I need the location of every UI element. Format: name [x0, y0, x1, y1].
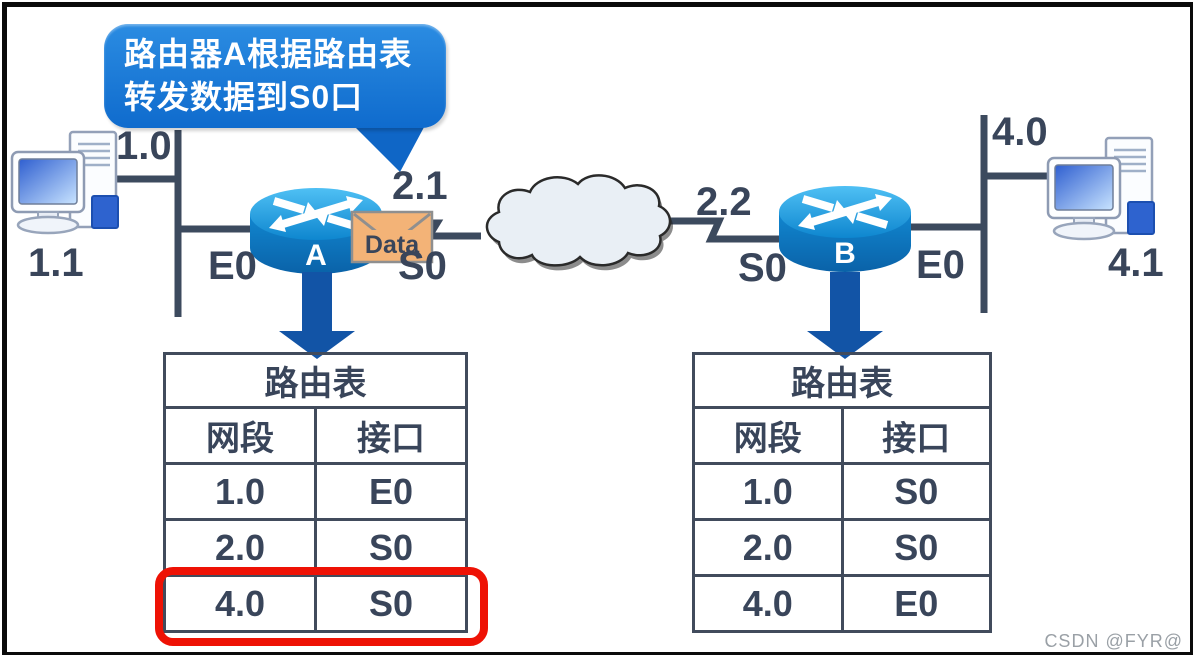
table-row: 2.0 S0	[692, 518, 992, 577]
cell-network: 4.0	[163, 574, 317, 633]
routing-table-b-title: 路由表	[692, 352, 992, 409]
callout-line2: 转发数据到S0口	[124, 79, 364, 115]
cell-interface: E0	[840, 574, 992, 633]
cell-interface: E0	[314, 462, 468, 521]
callout-bubble: 路由器A根据路由表 转发数据到S0口	[104, 24, 446, 128]
table-row: 1.0 E0	[163, 462, 468, 521]
table-row: 4.0 E0	[692, 574, 992, 633]
routing-table-a: 路由表 网段 接口 1.0 E0 2.0 S0 4.0 S0	[163, 352, 468, 633]
routing-table-b-header-network: 网段	[692, 406, 844, 465]
cell-interface: S0	[840, 462, 992, 521]
routing-table-b-header-interface: 接口	[840, 406, 992, 465]
cell-network: 2.0	[692, 518, 844, 577]
cell-network: 4.0	[692, 574, 844, 633]
left-host-address: 1.1	[28, 241, 84, 285]
cell-network: 1.0	[163, 462, 317, 521]
router-a-eth-label: E0	[208, 244, 257, 288]
routing-table-a-header-network: 网段	[163, 406, 317, 465]
highlight-red-box	[155, 567, 488, 646]
watermark: CSDN @FYR@	[1044, 631, 1183, 651]
left-segment-label: 1.0	[116, 124, 172, 168]
right-segment-label: 4.0	[992, 110, 1048, 154]
table-row-highlighted: 4.0 S0	[163, 574, 468, 633]
routing-table-b: 路由表 网段 接口 1.0 S0 2.0 S0 4.0 E0	[692, 352, 992, 633]
router-b-serial-address: 2.2	[696, 180, 752, 224]
cell-interface: S0	[840, 518, 992, 577]
router-a-serial-label: S0	[398, 244, 447, 288]
router-b-serial-label: S0	[738, 246, 787, 290]
routing-table-a-title: 路由表	[163, 352, 468, 409]
cell-network: 1.0	[692, 462, 844, 521]
router-a-serial-address: 2.1	[392, 164, 448, 208]
router-b-eth-label: E0	[916, 243, 965, 287]
table-row: 1.0 S0	[692, 462, 992, 521]
right-host-address: 4.1	[1108, 241, 1164, 285]
callout-line1: 路由器A根据路由表	[124, 36, 413, 72]
routing-table-a-header-interface: 接口	[314, 406, 468, 465]
cell-interface: S0	[314, 574, 468, 633]
